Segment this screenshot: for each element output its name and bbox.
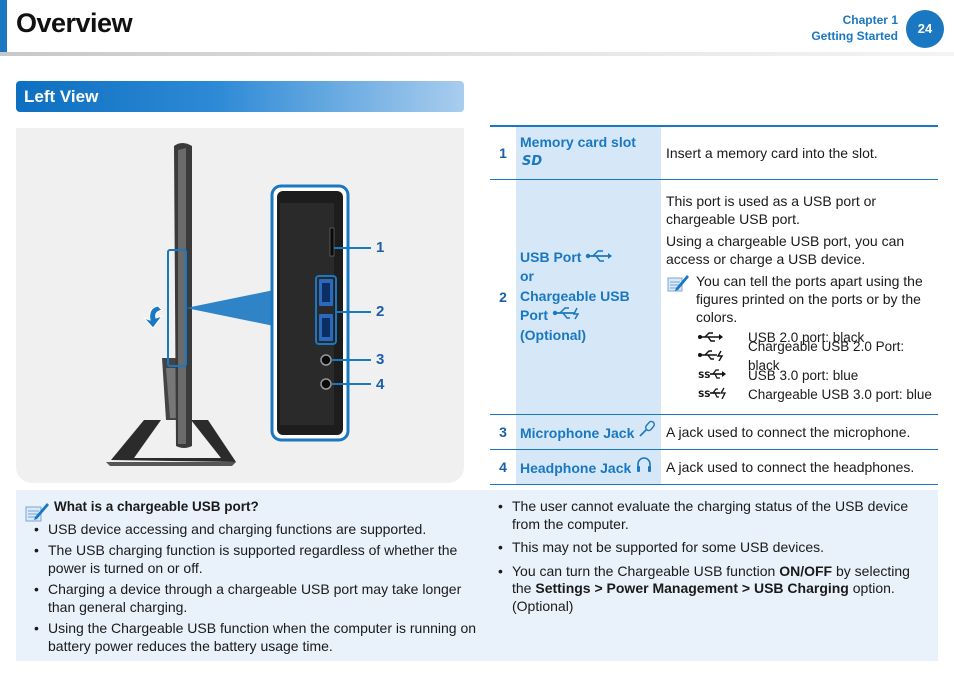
- headphone-icon: [637, 456, 652, 472]
- tip-pencil-icon: [24, 500, 50, 529]
- headphone-jack: [320, 378, 332, 390]
- note-pencil-icon: [666, 272, 696, 326]
- svg-text:SS: SS: [698, 371, 711, 380]
- port-legend-label: Chargeable USB 3.0 port: blue: [748, 386, 932, 402]
- list-item: This may not be supported for some USB d…: [496, 539, 930, 557]
- port-name-cell: USB Port or Chargeable USB Port: [516, 179, 661, 415]
- usb-icon: [586, 250, 613, 262]
- list-item: Charging a device through a chargeable U…: [32, 581, 482, 616]
- list-item: SS USB 3.0 port: blue: [696, 366, 938, 385]
- list-item: USB device accessing and charging functi…: [32, 521, 482, 539]
- port-name-chargeable: Chargeable USB Port: [520, 287, 657, 326]
- port-name-cell: Memory card slot SD: [516, 125, 661, 180]
- tip-right-list: The user cannot evaluate the charging st…: [496, 498, 930, 615]
- tip-panel: What is a chargeable USB port? USB devic…: [16, 490, 938, 661]
- port-name-cell: Microphone Jack: [516, 414, 661, 450]
- usb-charge-icon: [552, 307, 580, 320]
- port-spec-table: 1 Memory card slot SD Insert a memory ca…: [490, 125, 938, 485]
- section-title: Left View: [24, 87, 99, 106]
- usb-charge-icon: [696, 347, 748, 366]
- usb-icon: [696, 328, 748, 347]
- list-item: You can turn the Chargeable USB function…: [496, 563, 930, 616]
- chapter-number: Chapter 1: [842, 13, 898, 27]
- port-name-or: or: [520, 268, 534, 285]
- list-item: Using the Chargeable USB function when t…: [32, 620, 482, 655]
- port-name: Memory card slot: [520, 134, 636, 151]
- sd-card-icon: SD: [522, 154, 542, 169]
- open-cover-arrow: [142, 305, 164, 329]
- tip-settings-path: Settings > Power Management > USB Chargi…: [535, 580, 849, 596]
- callout-3: 3: [376, 351, 385, 368]
- port-name: Chargeable USB Port: [520, 287, 630, 324]
- table-row: 2 USB Port or Chargeable USB Port: [490, 179, 938, 415]
- stand-base: [111, 420, 236, 462]
- row-number: 3: [490, 414, 516, 450]
- callout-1: 1: [376, 239, 385, 256]
- list-item: The user cannot evaluate the charging st…: [496, 498, 930, 533]
- tip-heading: What is a chargeable USB port?: [54, 499, 259, 514]
- port-legend-label: Chargeable USB 2.0 Port: black: [748, 339, 905, 373]
- port-legend-label: USB 2.0 port: black: [748, 329, 865, 345]
- microphone-jack: [320, 354, 332, 366]
- note-block: You can tell the ports apart using the f…: [666, 272, 938, 326]
- port-name: Headphone Jack: [520, 459, 632, 476]
- microphone-icon: [639, 420, 656, 437]
- note-text: You can tell the ports apart using the f…: [696, 272, 923, 325]
- row-number: 1: [490, 125, 516, 180]
- port-description: Insert a memory card into the slot.: [661, 125, 938, 180]
- port-description: A jack used to connect the headphones.: [661, 449, 938, 485]
- list-item: SS Chargeable USB 3.0 port: blue: [696, 385, 938, 404]
- list-item: USB 2.0 port: black: [696, 328, 938, 347]
- table-row: 4 Headphone Jack A jack used to connect …: [490, 449, 938, 485]
- callout-2: 2: [376, 303, 385, 320]
- usb3-charge-icon: SS: [696, 385, 748, 404]
- desc-paragraph: This port is used as a USB port or charg…: [666, 192, 877, 227]
- header-divider: [0, 52, 954, 56]
- tip-text: option. (Optional): [512, 580, 895, 614]
- svg-text:SS: SS: [698, 390, 711, 399]
- table-row: 3 Microphone Jack A jack used to connect…: [490, 414, 938, 450]
- page-title: Overview: [16, 8, 133, 38]
- port-legend: USB 2.0 port: black Chargeable USB 2.0 P…: [696, 328, 938, 404]
- desc-paragraph: Using a chargeable USB port, you can acc…: [666, 232, 905, 267]
- row-number: 4: [490, 449, 516, 485]
- port-name: USB Port: [520, 248, 582, 265]
- port-name-cell: Headphone Jack: [516, 449, 661, 485]
- zoom-beam: [186, 290, 274, 326]
- tip-right-column: The user cannot evaluate the charging st…: [496, 498, 930, 619]
- page-number-badge: 24: [906, 10, 944, 48]
- svg-text:SD: SD: [522, 154, 542, 167]
- list-item: The USB charging function is supported r…: [32, 542, 482, 577]
- row-number: 2: [490, 179, 516, 415]
- tip-text: by selecting the: [512, 562, 910, 597]
- chapter-name: Getting Started: [811, 29, 898, 43]
- port-name-line: USB Port: [520, 248, 657, 268]
- usb3-icon: SS: [696, 366, 748, 385]
- tip-bold-text: ON/OFF: [779, 562, 833, 579]
- chapter-label: Chapter 1 Getting Started: [811, 12, 898, 44]
- computer-side-view-diagram: [106, 143, 371, 466]
- card-slot: [329, 227, 335, 257]
- tip-left-column: What is a chargeable USB port? USB devic…: [34, 498, 482, 659]
- header-accent-bar: [0, 0, 7, 52]
- tip-text: You can turn the Chargeable USB function: [512, 562, 780, 579]
- left-view-illustration: 1 2 3 4: [16, 128, 464, 483]
- tip-left-list: USB device accessing and charging functi…: [34, 521, 482, 656]
- section-header: Left View: [16, 81, 464, 112]
- table-row: 1 Memory card slot SD Insert a memory ca…: [490, 125, 938, 180]
- port-description: A jack used to connect the microphone.: [661, 414, 938, 450]
- port-name-optional: (Optional): [520, 326, 587, 343]
- callout-4: 4: [376, 376, 385, 393]
- list-item: Chargeable USB 2.0 Port: black: [696, 339, 938, 373]
- port-legend-label: USB 3.0 port: blue: [748, 367, 859, 383]
- port-name: Microphone Jack: [520, 424, 635, 441]
- port-description: This port is used as a USB port or charg…: [661, 179, 938, 415]
